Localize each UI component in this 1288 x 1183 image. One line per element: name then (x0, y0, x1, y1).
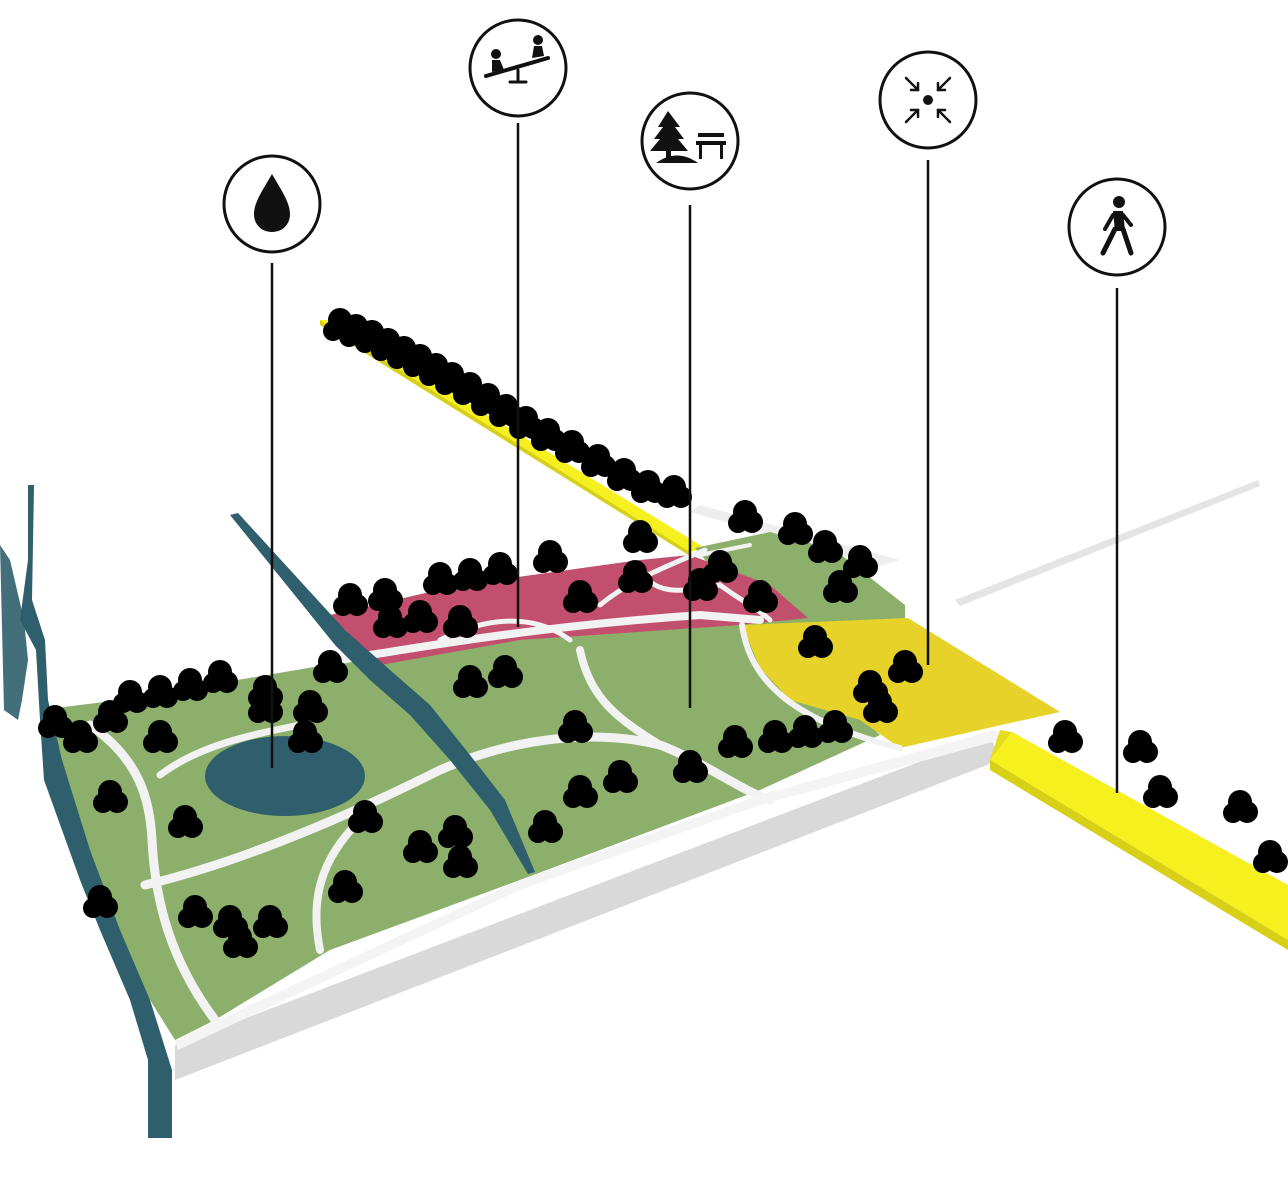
gathering-point-icon (878, 50, 978, 150)
river-left-inner (0, 545, 28, 720)
lower-walkway (990, 730, 1288, 950)
leader-lines (270, 123, 1119, 793)
seesaw-playground-icon (468, 18, 568, 118)
pedestrian-icon (1067, 177, 1167, 277)
river-left (20, 485, 172, 1138)
pond (205, 736, 365, 816)
lower-road (175, 730, 1000, 1050)
upper-walkway-trees (323, 308, 692, 508)
water-features (0, 485, 535, 1138)
tree-and-bench-icon (640, 91, 740, 191)
water-drop-icon (222, 154, 322, 254)
stream (230, 513, 535, 874)
